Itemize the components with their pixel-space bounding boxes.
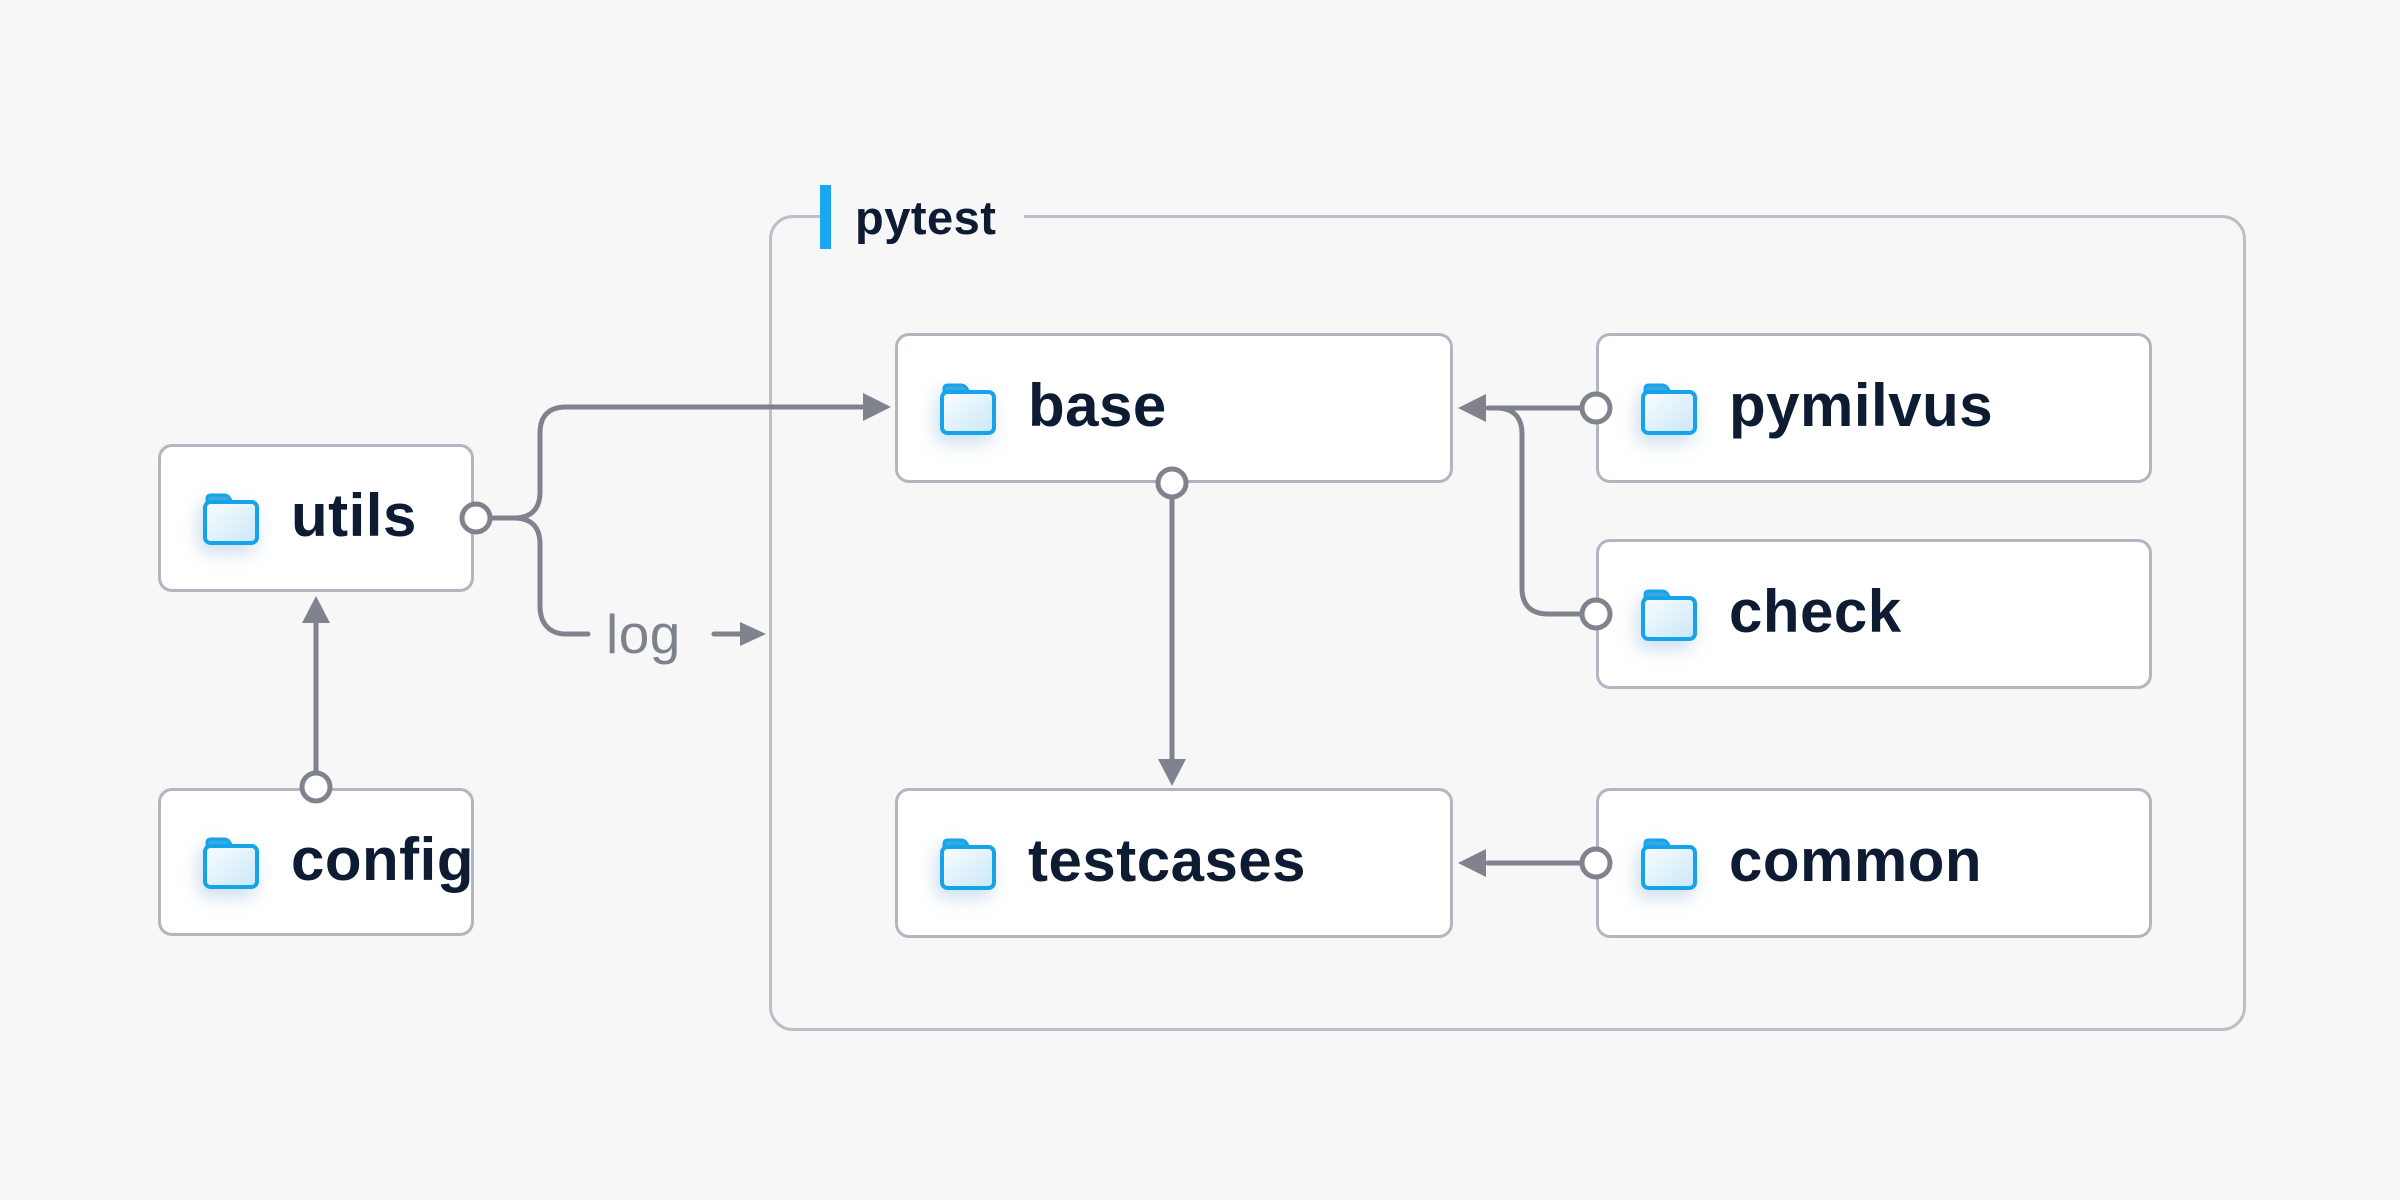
pytest-group: pytest <box>769 185 2246 1031</box>
node-label: check <box>1729 578 1902 645</box>
group-label-text: pytest <box>855 190 997 244</box>
accent-bar <box>820 185 831 249</box>
node-label: common <box>1729 827 1983 894</box>
edge-label-log: log <box>606 603 681 665</box>
folder-icon <box>203 493 259 545</box>
node-label: config <box>291 826 474 893</box>
folder-icon <box>1641 838 1697 890</box>
folder-icon <box>940 838 996 890</box>
node-label: base <box>1028 372 1167 439</box>
node-config[interactable]: config <box>158 788 474 936</box>
folder-icon <box>1641 383 1697 435</box>
folder-icon <box>203 837 259 889</box>
folder-icon <box>1641 589 1697 641</box>
folder-icon <box>940 383 996 435</box>
node-common[interactable]: common <box>1596 788 2152 938</box>
node-testcases[interactable]: testcases <box>895 788 1453 938</box>
node-utils[interactable]: utils <box>158 444 474 592</box>
node-label: testcases <box>1028 827 1307 894</box>
edge-config-utils <box>302 596 330 775</box>
node-base[interactable]: base <box>895 333 1453 483</box>
pytest-group-label: pytest <box>820 185 1025 249</box>
node-check[interactable]: check <box>1596 539 2152 689</box>
node-pymilvus[interactable]: pymilvus <box>1596 333 2152 483</box>
node-label: pymilvus <box>1729 372 1994 439</box>
node-label: utils <box>291 482 417 549</box>
